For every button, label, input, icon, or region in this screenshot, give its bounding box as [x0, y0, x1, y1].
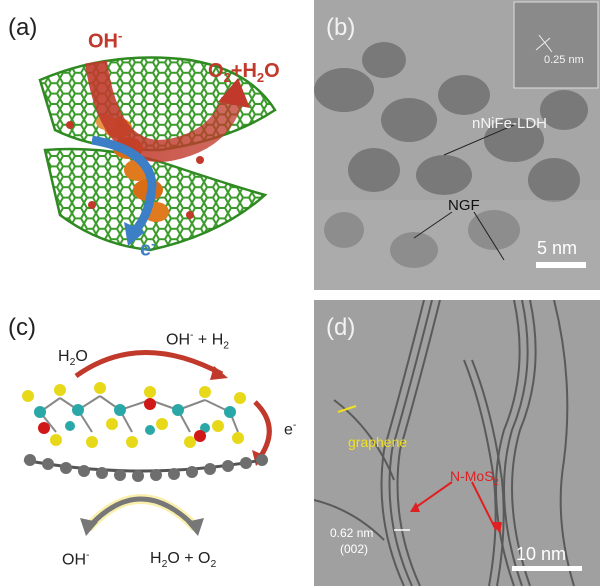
panel-d-tem-image: (d) graphene N-MoS2 0.62 nm (002) 10 nm [314, 300, 600, 586]
oh-h2-label: OH- + H2 [166, 330, 230, 352]
panel-a: (a) [0, 0, 300, 290]
electron-arrow [91, 135, 157, 236]
ngf-label: NGF [448, 197, 480, 214]
electron-label-c: e- [284, 420, 297, 439]
her-schematic [22, 350, 272, 536]
panel-d-label: (d) [326, 314, 356, 341]
reaction-arrow [85, 60, 243, 162]
panel-b-tem-image: (b) 0.25 nm nNiFe-LDH NGF 5 nm [314, 0, 600, 290]
ldh-label: nNiFe-LDH [472, 115, 548, 132]
o2-h2o-label: O2+H2O [208, 60, 280, 85]
mos2-label: N-MoS2 [450, 468, 499, 487]
panel-a-label: (a) [8, 14, 38, 41]
inset-spacing-label: 0.25 nm [544, 54, 584, 66]
tem-texture-d [314, 300, 600, 586]
electron-label-a: e- [140, 236, 156, 261]
scale-bar-b [536, 262, 586, 268]
oer-schematic [38, 56, 277, 252]
panel-b-label: (b) [326, 14, 356, 41]
scale-bar-label-b: 5 nm [537, 238, 578, 258]
graphene-label: graphene [348, 434, 408, 450]
h2o-left-label: H2O [58, 348, 88, 369]
h2o-o2-label: H2O + O2 [150, 550, 217, 571]
panel-c-label: (c) [8, 314, 36, 341]
panel-c: (c) [0, 300, 300, 586]
oh-bottom-label: OH- [62, 550, 90, 569]
scale-bar-label-d: 10 nm [516, 544, 567, 564]
tem-texture-b [314, 0, 600, 290]
scale-bar-d [512, 566, 582, 571]
plane-label: (002) [340, 542, 369, 556]
oh-minus-label: OH- [88, 28, 123, 53]
spacing-label: 0.62 nm [330, 526, 374, 540]
